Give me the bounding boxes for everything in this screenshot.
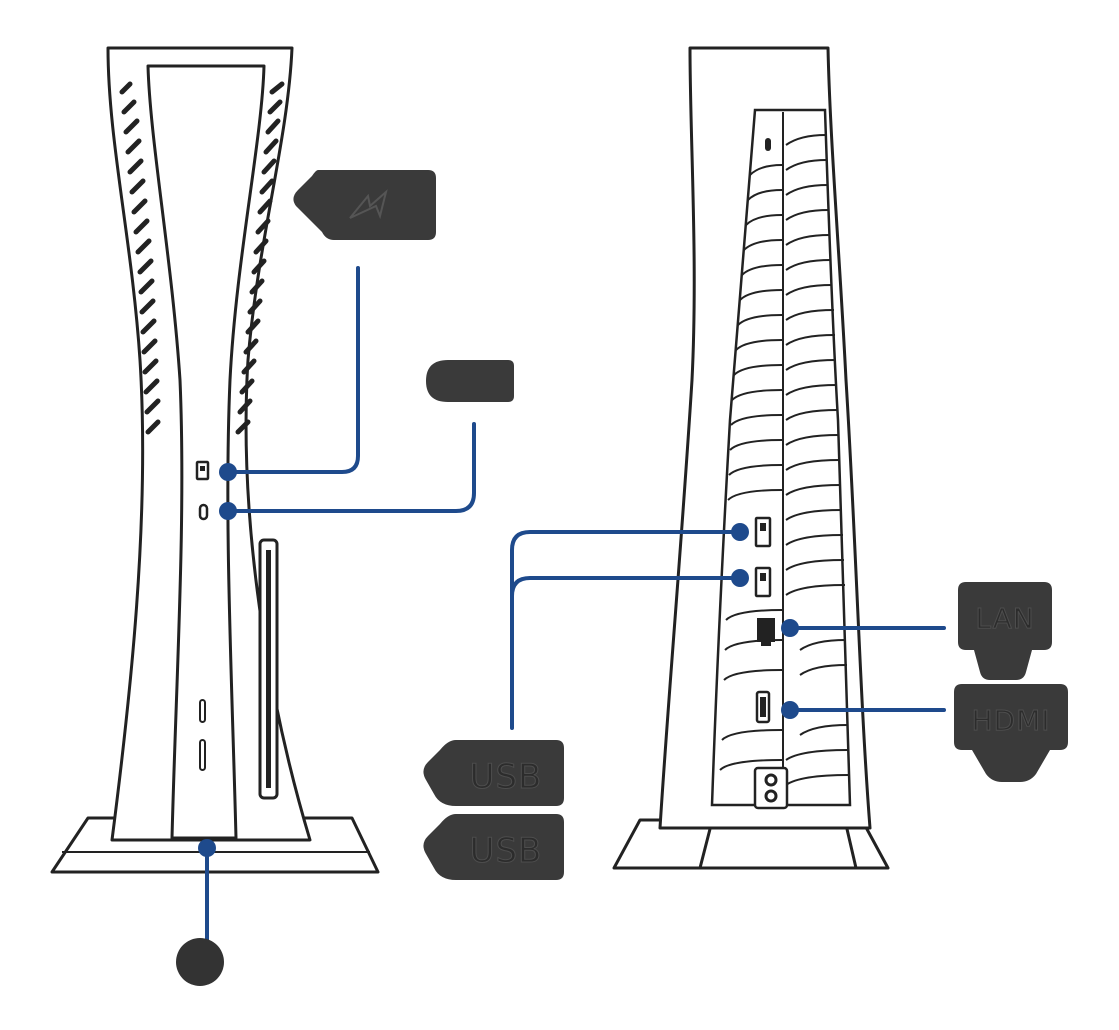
back-power-port	[753, 766, 789, 810]
front-center-body	[146, 64, 266, 840]
power-button	[199, 699, 206, 723]
front-right-vent	[235, 81, 285, 435]
eject-button	[199, 739, 206, 771]
leader-lines	[205, 266, 946, 942]
back-usb-port-2	[754, 566, 772, 598]
hdmi-plug-label: HDMI	[971, 704, 1050, 737]
front-left-vent	[119, 81, 161, 435]
back-kensington-slot	[765, 138, 771, 151]
lan-dust-plug: LAN	[958, 582, 1052, 680]
usb-plug-1-label: USB	[470, 757, 543, 797]
usb-plug-2-label: USB	[470, 831, 543, 871]
lan-plug-label: LAN	[975, 602, 1034, 635]
usb-dust-plug-2: USB	[423, 814, 564, 880]
lightning-icon	[349, 189, 388, 220]
console-back-view	[612, 46, 890, 870]
round-dust-plug	[176, 938, 224, 986]
front-small-dust-plug	[426, 360, 514, 402]
leader-endpoints	[198, 463, 799, 857]
usb-dust-plug-1: USB	[423, 740, 564, 806]
console-front-view	[50, 46, 380, 874]
hdmi-dust-plug: HDMI	[954, 684, 1068, 782]
back-vent-fins-right	[785, 134, 850, 786]
back-vent-fins-left	[719, 164, 783, 771]
usb-c-dust-plug	[293, 170, 436, 240]
front-usb-c-port	[198, 503, 209, 521]
back-plate	[710, 108, 852, 807]
back-usb-port-1	[754, 516, 772, 548]
back-lan-port	[757, 618, 775, 646]
